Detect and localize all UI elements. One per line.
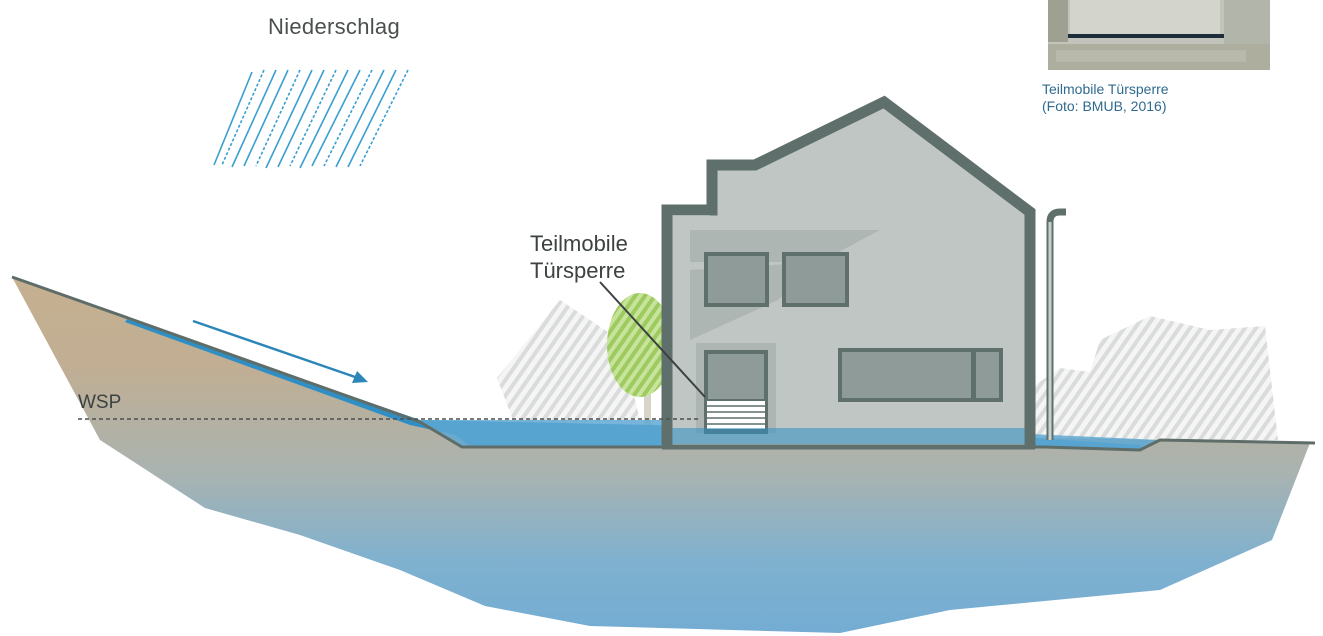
house-flood-water — [672, 428, 1025, 444]
rain — [213, 69, 409, 169]
runoff-arrow — [192, 319, 368, 383]
background-house-left — [497, 300, 640, 425]
door-barrier — [705, 399, 767, 431]
photo-caption-line2: (Foto: BMUB, 2016) — [1042, 98, 1167, 114]
house-outline — [661, 95, 1036, 447]
barrier-label: Teilmobile Türsperre — [530, 230, 628, 284]
house — [661, 95, 1066, 450]
precipitation-label: Niederschlag — [268, 14, 401, 39]
barrier-leader-line — [599, 281, 706, 398]
background-house-right — [1035, 316, 1278, 442]
photo-caption-line1: Teilmobile Türsperre — [1042, 81, 1169, 97]
soil-body — [12, 277, 1310, 633]
tree-crown — [607, 293, 673, 397]
window-lower-wide — [838, 348, 975, 402]
tree-trunk — [644, 370, 651, 425]
door-barrier-photo — [1048, 0, 1270, 70]
window-upper-right — [782, 252, 849, 307]
window-lower-small — [972, 348, 1003, 402]
barrier-label-line1: Teilmobile — [530, 231, 628, 256]
background-buildings — [497, 300, 1278, 442]
photo-caption: Teilmobile Türsperre (Foto: BMUB, 2016) — [1042, 81, 1169, 115]
water-level-label: WSP — [78, 392, 122, 413]
downpipe — [1046, 208, 1066, 440]
barrier-label-line2: Türsperre — [530, 258, 626, 283]
tree — [607, 293, 673, 425]
window-upper-left — [704, 252, 769, 307]
